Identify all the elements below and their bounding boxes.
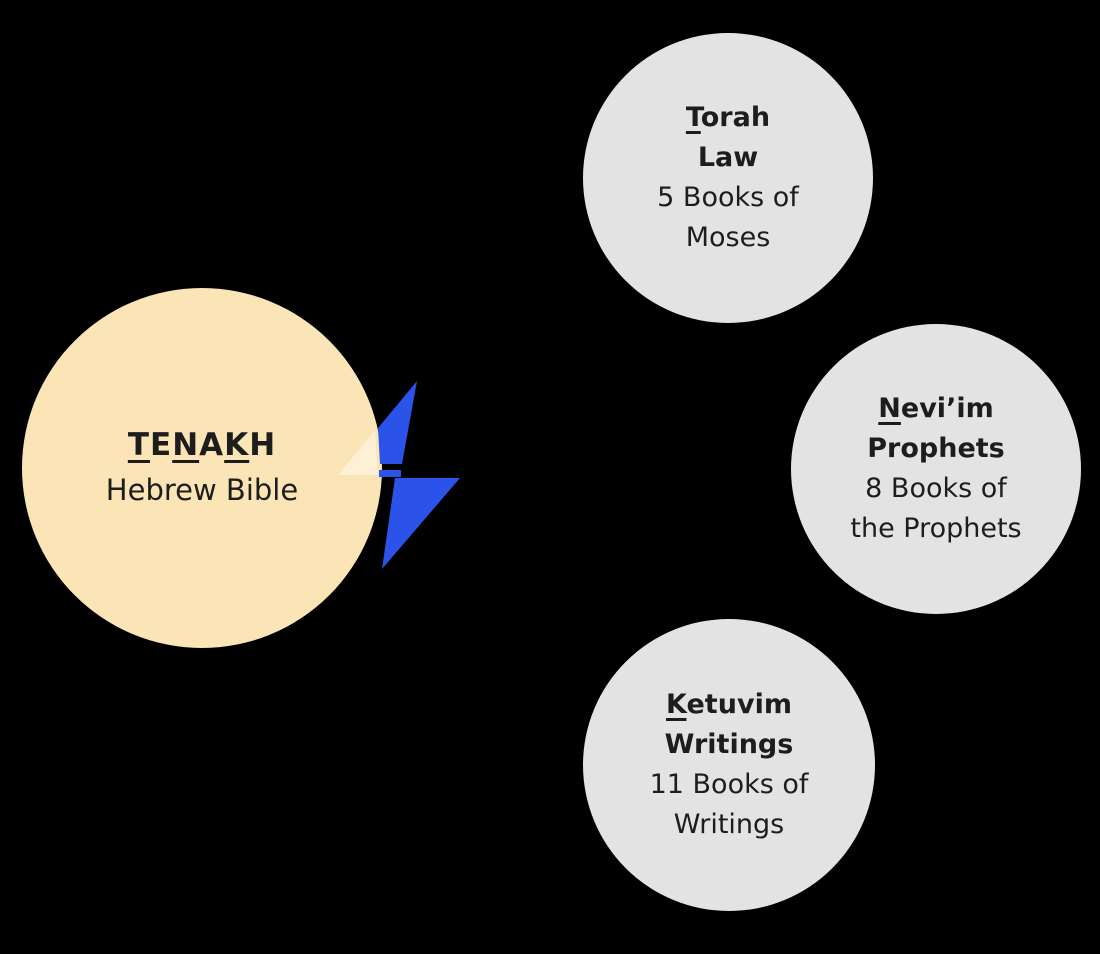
node-title: Ketuvim — [666, 689, 792, 720]
node-neviim: Nevi’im Prophets 8 Books of the Prophets — [791, 324, 1081, 614]
bolt-middle-strip — [379, 470, 401, 477]
node-title: TENAKH — [127, 427, 277, 463]
node-detail-line: Moses — [685, 222, 771, 253]
bolt-lower-triangle — [382, 478, 460, 569]
node-tenakh: TENAKH Hebrew Bible — [22, 288, 382, 648]
node-torah: Torah Law 5 Books of Moses — [583, 33, 873, 323]
node-detail-line: 8 Books of — [865, 473, 1007, 504]
node-title: Torah — [685, 102, 771, 133]
node-subtitle: Prophets — [867, 433, 1005, 464]
node-title: Nevi’im — [878, 393, 994, 424]
bolt-upper-triangle — [378, 381, 417, 464]
node-detail-line: 11 Books of — [649, 769, 809, 800]
node-subtitle: Law — [697, 142, 759, 173]
node-detail-line: 5 Books of — [657, 182, 799, 213]
node-detail-line: Writings — [673, 809, 785, 840]
node-subtitle: Hebrew Bible — [105, 473, 299, 507]
node-detail-line: the Prophets — [850, 513, 1022, 544]
node-ketuvim: Ketuvim Writings 11 Books of Writings — [583, 619, 875, 911]
node-subtitle: Writings — [664, 729, 794, 760]
